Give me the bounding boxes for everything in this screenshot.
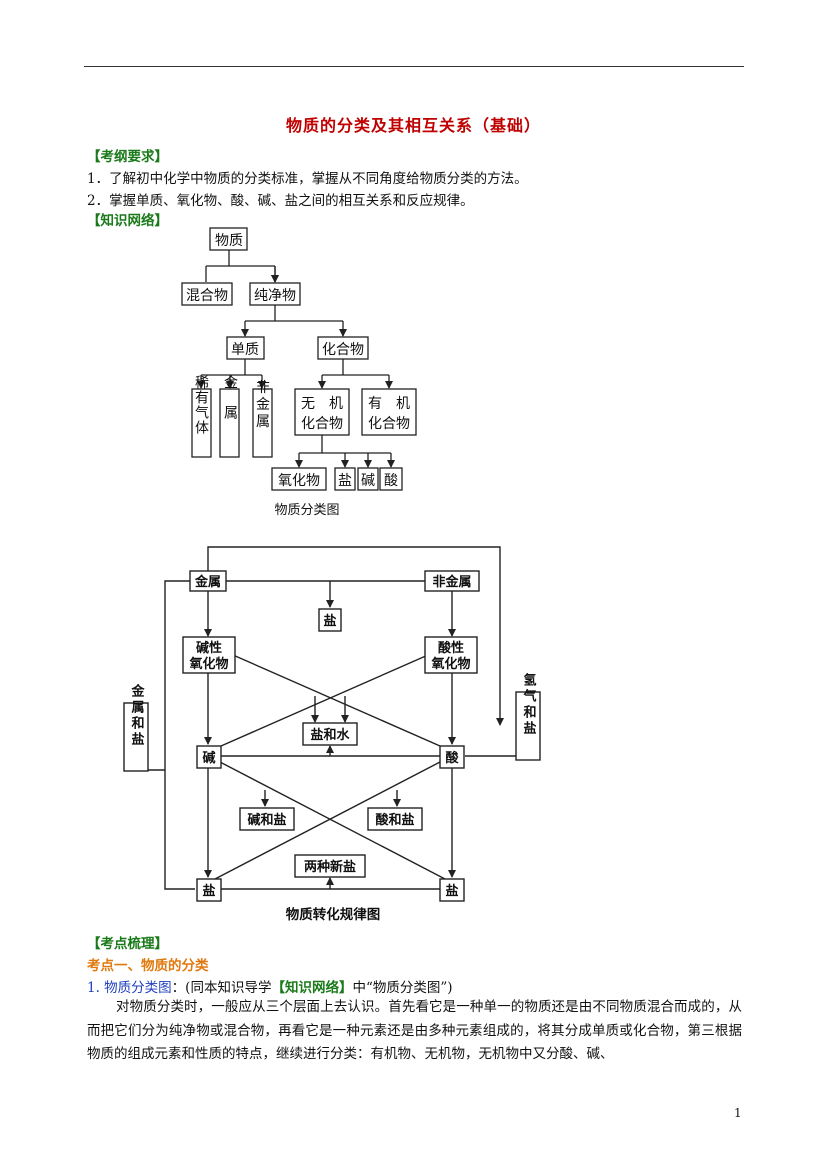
item-1-link: 【知识网络】 bbox=[271, 980, 353, 996]
node-box bbox=[318, 608, 342, 632]
transformation-caption: 物质转化规律图 bbox=[286, 906, 381, 923]
t-node-metal-and-salt: 金属和盐 bbox=[129, 683, 146, 748]
t-node-base-salt: 碱和盐 bbox=[247, 812, 286, 828]
classification-caption: 物质分类图 bbox=[274, 503, 339, 518]
t-node-base: 碱 bbox=[202, 750, 215, 766]
t-node-basic-oxide: 氧化物 bbox=[188, 656, 228, 672]
requirements-header: 【考纲要求】 bbox=[87, 149, 168, 165]
transformation-diagram: 金属 非金属 盐 碱性 氧化物 酸性 氧化物 金属和盐 氢气和盐 盐和水 碱 酸… bbox=[123, 546, 541, 923]
node-box bbox=[357, 467, 379, 491]
t-node-salt-right: 盐 bbox=[445, 883, 458, 899]
classification-diagram: 物质 混合物 纯净物 单质 化合物 稀有气体 金属 非金属 无 机 化合物 有 … bbox=[181, 227, 417, 518]
header-rule bbox=[84, 66, 744, 67]
t-node-salt-top: 盐 bbox=[323, 613, 336, 629]
node-box bbox=[424, 570, 480, 592]
node-box bbox=[515, 691, 541, 761]
node-box bbox=[302, 722, 358, 746]
node-box bbox=[219, 388, 240, 458]
node-matter: 物质 bbox=[215, 233, 243, 249]
node-box bbox=[379, 467, 403, 491]
points-header: 【考点梳理】 bbox=[87, 936, 168, 952]
node-noble-gas: 稀有气体 bbox=[193, 375, 209, 435]
t-node-acid: 酸 bbox=[445, 750, 459, 766]
node-compound: 化合物 bbox=[322, 342, 364, 358]
node-nonmetal: 非金属 bbox=[254, 380, 270, 431]
t-node-two-new-salts: 两种新盐 bbox=[304, 859, 356, 875]
node-metal: 金属 bbox=[222, 375, 238, 435]
t-node-acid-salt: 酸和盐 bbox=[375, 812, 414, 828]
node-box bbox=[361, 388, 417, 436]
node-salt: 盐 bbox=[338, 473, 352, 489]
t-node-acidic-oxide: 氧化物 bbox=[430, 656, 470, 672]
node-pure-substance: 纯净物 bbox=[254, 288, 296, 304]
node-box bbox=[181, 282, 233, 306]
node-box bbox=[271, 467, 327, 491]
page-title: 物质的分类及其相互关系（基础） bbox=[285, 116, 541, 135]
node-organic: 有 机 bbox=[368, 396, 410, 412]
node-box bbox=[439, 878, 465, 902]
t-node-metal: 金属 bbox=[194, 574, 221, 590]
node-box bbox=[367, 807, 423, 831]
item-1-prefix: ：(同本知识导学 bbox=[171, 980, 272, 996]
node-inorganic-compound: 化合物 bbox=[301, 416, 343, 432]
node-box bbox=[196, 878, 222, 902]
node-element: 单质 bbox=[231, 342, 259, 358]
topic-1-heading: 考点一、物质的分类 bbox=[87, 958, 209, 974]
node-box bbox=[424, 636, 478, 674]
requirement-2: 2．掌握单质、氧化物、酸、碱、盐之间的相互关系和反应规律。 bbox=[87, 193, 474, 209]
item-1-label: 1. 物质分类图 bbox=[87, 980, 172, 996]
item-1-line: 1. 物质分类图：(同本知识导学【知识网络】中“物质分类图”) bbox=[87, 976, 453, 996]
node-box bbox=[252, 388, 273, 458]
node-base: 碱 bbox=[361, 473, 375, 489]
node-mixture: 混合物 bbox=[186, 288, 228, 304]
node-box bbox=[294, 854, 366, 878]
node-box bbox=[239, 807, 295, 831]
node-box bbox=[191, 388, 212, 458]
body-paragraph: 对物质分类时，一般应从三个层面上去认识。首先看它是一种单一的物质还是由不同物质混… bbox=[87, 999, 742, 1062]
node-box bbox=[123, 702, 149, 772]
t-node-nonmetal: 非金属 bbox=[432, 574, 471, 590]
t-node-basic: 碱性 bbox=[196, 640, 222, 656]
node-box bbox=[334, 467, 356, 491]
requirement-1: 1．了解初中化学中物质的分类标准，掌握从不同角度给物质分类的方法。 bbox=[87, 171, 528, 187]
t-node-salt-left: 盐 bbox=[202, 883, 215, 899]
t-node-hydrogen-and-salt: 氢气和盐 bbox=[521, 672, 537, 737]
item-1-suffix: 中“物质分类图”) bbox=[352, 980, 453, 996]
node-box bbox=[196, 745, 222, 769]
node-organic-compound: 化合物 bbox=[368, 416, 410, 432]
node-box bbox=[189, 570, 227, 592]
node-acid: 酸 bbox=[384, 473, 398, 489]
network-header: 【知识网络】 bbox=[87, 213, 168, 229]
page-number: 1 bbox=[734, 1106, 742, 1120]
t-node-acidic: 酸性 bbox=[438, 640, 464, 656]
node-box bbox=[439, 745, 465, 769]
node-oxide: 氧化物 bbox=[278, 473, 320, 489]
node-box bbox=[182, 636, 236, 674]
t-node-salt-water: 盐和水 bbox=[310, 727, 350, 743]
node-inorganic: 无 机 bbox=[301, 396, 343, 412]
